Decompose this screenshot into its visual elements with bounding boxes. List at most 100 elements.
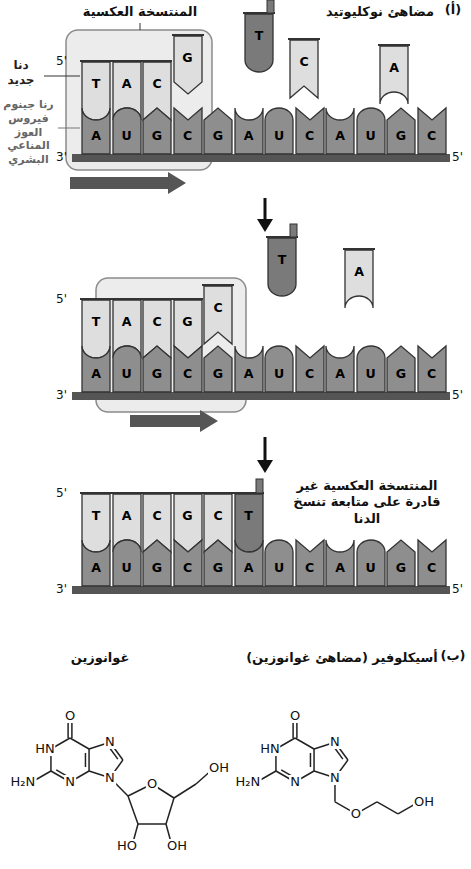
- rna-nucleotide: U: [357, 540, 385, 586]
- atom-symbol: OH: [166, 839, 188, 853]
- base-letter: C: [143, 74, 171, 94]
- nucleotide-outline: [380, 46, 408, 104]
- strand-end: 5': [452, 150, 470, 165]
- leader-line: [140, 23, 141, 30]
- rna-nucleotide: A: [326, 108, 354, 154]
- atom-symbol: O: [146, 777, 158, 791]
- atom-symbol: HO: [116, 839, 138, 853]
- atom-symbol: H₂N: [235, 775, 262, 789]
- rna-nucleotide: C: [174, 108, 202, 154]
- step-arrow: [257, 460, 273, 473]
- atom-symbol: O: [64, 709, 76, 723]
- base-letter: A: [113, 506, 141, 526]
- strand-end: 5': [452, 582, 470, 597]
- atom-symbol: O: [350, 807, 362, 821]
- rna-nucleotide: G: [204, 346, 232, 392]
- rna-nucleotide: A: [82, 346, 110, 392]
- base-letter: C: [143, 312, 171, 332]
- rna-nucleotide: U: [357, 108, 385, 154]
- nucleotide-outline: [326, 346, 354, 392]
- base-letter: C: [204, 298, 232, 318]
- chemical-bond: [174, 784, 196, 798]
- strand-end: 3': [56, 388, 78, 403]
- base-letter: A: [345, 262, 373, 282]
- panel-label: (ب): [438, 648, 468, 664]
- strand-end: 3': [56, 150, 78, 165]
- atom-symbol: O: [350, 807, 362, 821]
- nucleotide-analog: T: [268, 238, 296, 296]
- rna-nucleotide: U: [265, 346, 293, 392]
- base-letter: A: [82, 558, 110, 578]
- base-letter: G: [204, 364, 232, 384]
- nucleotide-outline: [357, 108, 385, 154]
- analog-marker: [256, 479, 263, 493]
- atom-symbol: H₂N: [10, 775, 37, 789]
- rna-nucleotide: C: [296, 540, 324, 586]
- base-letter: U: [113, 558, 141, 578]
- rna-nucleotide: G: [204, 540, 232, 586]
- strand-end: 3': [56, 582, 78, 597]
- strand-end: 5': [452, 388, 470, 403]
- rna-nucleotide: G: [204, 108, 232, 154]
- atom-symbol: O: [289, 709, 301, 723]
- chemical-bond: [128, 796, 138, 824]
- dna-nucleotide: C: [290, 40, 318, 98]
- atom-symbol: OH: [413, 795, 435, 809]
- nucleotide-outline: [357, 346, 385, 392]
- nucleotide-outline: [296, 540, 324, 586]
- strand-end: 5': [56, 292, 78, 307]
- atom-symbol: OH: [208, 761, 230, 775]
- base-letter: G: [143, 126, 171, 146]
- nucleotide-outline: [143, 346, 171, 392]
- base-letter: C: [418, 364, 446, 384]
- rna-nucleotide: A: [82, 540, 110, 586]
- base-letter: A: [82, 126, 110, 146]
- atom-symbol: H₂N: [235, 775, 262, 789]
- base-letter: T: [268, 250, 296, 270]
- base-letter: C: [290, 52, 318, 72]
- nucleotide-outline: [204, 346, 232, 392]
- nucleotide-outline: [174, 540, 202, 586]
- base-letter: C: [174, 558, 202, 578]
- chemical-bond: [310, 753, 312, 767]
- base-letter: G: [143, 558, 171, 578]
- compound-name: غوانوزين: [30, 650, 170, 666]
- base-letter: U: [113, 364, 141, 384]
- nucleotide-outline: [82, 346, 110, 392]
- panel-label: (ب): [438, 648, 468, 664]
- nucleotide-outline: [235, 540, 263, 586]
- base-letter: T: [235, 506, 263, 526]
- nucleotide-outline: [82, 62, 110, 120]
- base-letter: A: [113, 74, 141, 94]
- nucleotide-outline: [326, 108, 354, 154]
- atom-symbol: O: [64, 709, 76, 723]
- strand-end: 5': [56, 54, 78, 69]
- nucleotide-analog: T: [235, 494, 263, 552]
- base-letter: G: [387, 364, 415, 384]
- part-name: دنا جديد: [0, 58, 42, 88]
- rna-nucleotide: C: [296, 108, 324, 154]
- direction-arrow: [130, 410, 218, 432]
- nucleotide-outline: [174, 346, 202, 392]
- nucleotide-outline: [204, 540, 232, 586]
- atom-symbol: N: [104, 771, 116, 785]
- base-letter: U: [265, 558, 293, 578]
- atom-symbol: N: [104, 735, 116, 749]
- rna-nucleotide: C: [418, 346, 446, 392]
- rna-nucleotide: G: [143, 346, 171, 392]
- leader-line: [44, 76, 80, 77]
- atom-symbol: O: [146, 777, 158, 791]
- base-letter: T: [82, 506, 110, 526]
- dna-nucleotide: A: [380, 46, 408, 104]
- part-name: المنتسخة العكسية: [62, 4, 218, 20]
- rna-nucleotide: C: [296, 346, 324, 392]
- strand-end: 5': [56, 486, 78, 501]
- rna-backbone: [72, 154, 450, 162]
- base-letter: A: [326, 558, 354, 578]
- base-letter: T: [245, 26, 273, 46]
- strand-end: 3': [56, 582, 78, 597]
- atom-symbol: HN: [34, 742, 56, 756]
- base-letter: C: [418, 126, 446, 146]
- base-letter: C: [174, 364, 202, 384]
- atom-symbol: OH: [413, 795, 435, 809]
